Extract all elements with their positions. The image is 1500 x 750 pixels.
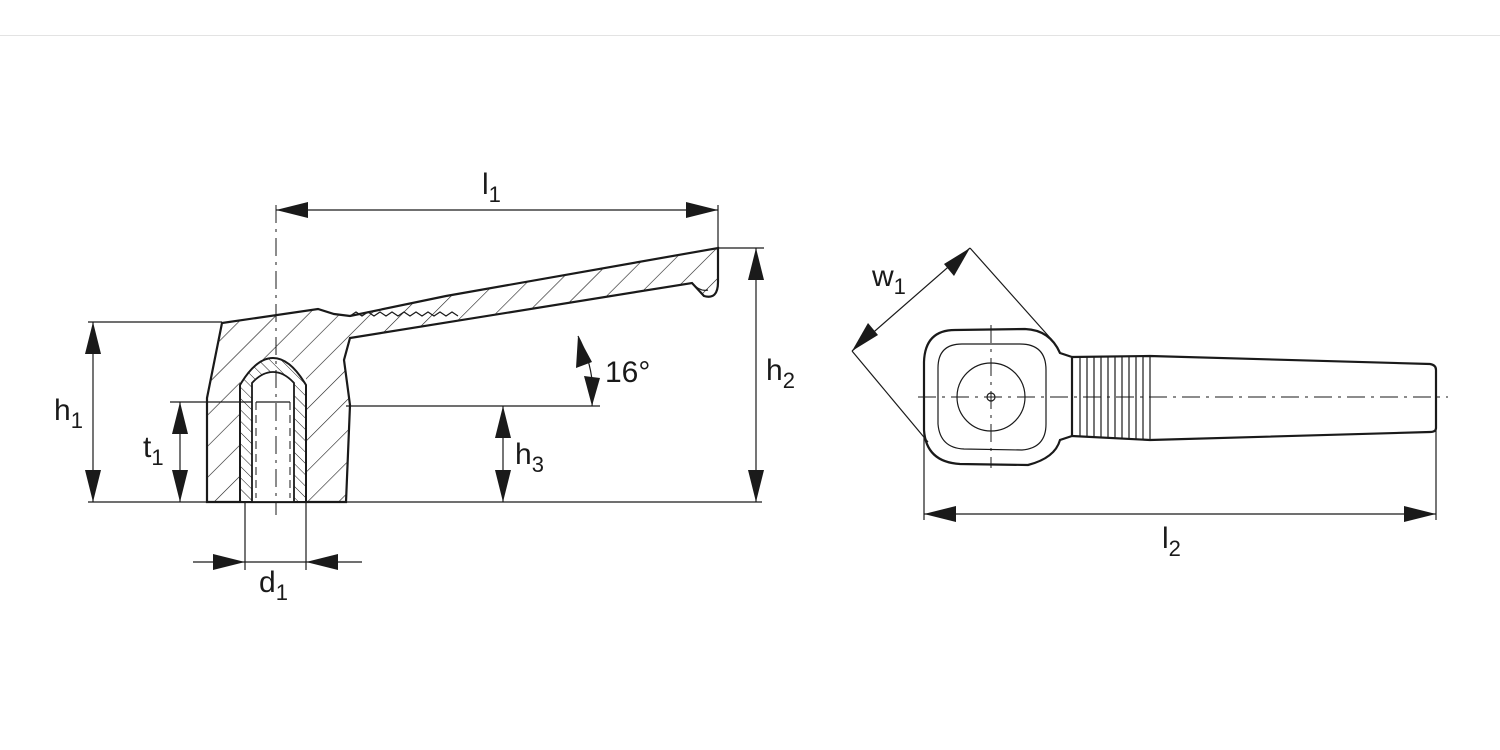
angle-arrow-bottom: [584, 376, 600, 406]
d1-arrow-right: [306, 554, 338, 570]
t1-arrow-top: [172, 402, 188, 434]
t1-arrow-bottom: [172, 470, 188, 502]
label-h2: h2: [766, 354, 795, 393]
label-d1: d1: [259, 566, 288, 605]
angle-arrow-top: [576, 336, 592, 368]
grip-tip-curve: [691, 282, 709, 291]
h3-arrow-bottom: [495, 470, 511, 502]
h3-arrow-top: [495, 406, 511, 438]
grip-ribs: [1079, 357, 1151, 439]
h1-arrow-bottom: [85, 470, 101, 502]
side-section-view: l1 h1 t1 h3 h2 16° d1: [54, 168, 795, 605]
d1-arrow-left: [213, 554, 245, 570]
l2-arrow-left: [924, 506, 956, 522]
h2-arrow-bottom: [748, 470, 764, 502]
head-recess: [937, 343, 1047, 451]
handle-outline: [1071, 354, 1438, 442]
w1-extension-bottom: [851, 350, 929, 443]
h2-arrow-top: [748, 248, 764, 280]
h1-arrow-top: [85, 322, 101, 354]
top-divider: [0, 35, 1500, 36]
label-t1: t1: [143, 431, 164, 470]
label-h3: h3: [515, 438, 544, 477]
label-l1: l1: [482, 168, 501, 207]
grip-serration: [349, 311, 459, 317]
w1-arrow-top: [944, 248, 970, 276]
label-angle: 16°: [605, 356, 650, 389]
lever-body-section: [205, 246, 720, 504]
l2-arrow-right: [1404, 506, 1436, 522]
thread-bore: [251, 371, 295, 503]
label-l2: l2: [1162, 522, 1181, 561]
head-outline: [922, 327, 1074, 467]
label-h1: h1: [54, 394, 83, 433]
l1-arrow-right: [686, 202, 718, 218]
label-w1: w1: [871, 260, 906, 299]
top-view: w1 l2: [851, 247, 1448, 561]
w1-arrow-bottom: [852, 323, 878, 351]
w1-extension-top: [969, 247, 1053, 341]
l1-arrow-left: [276, 202, 308, 218]
